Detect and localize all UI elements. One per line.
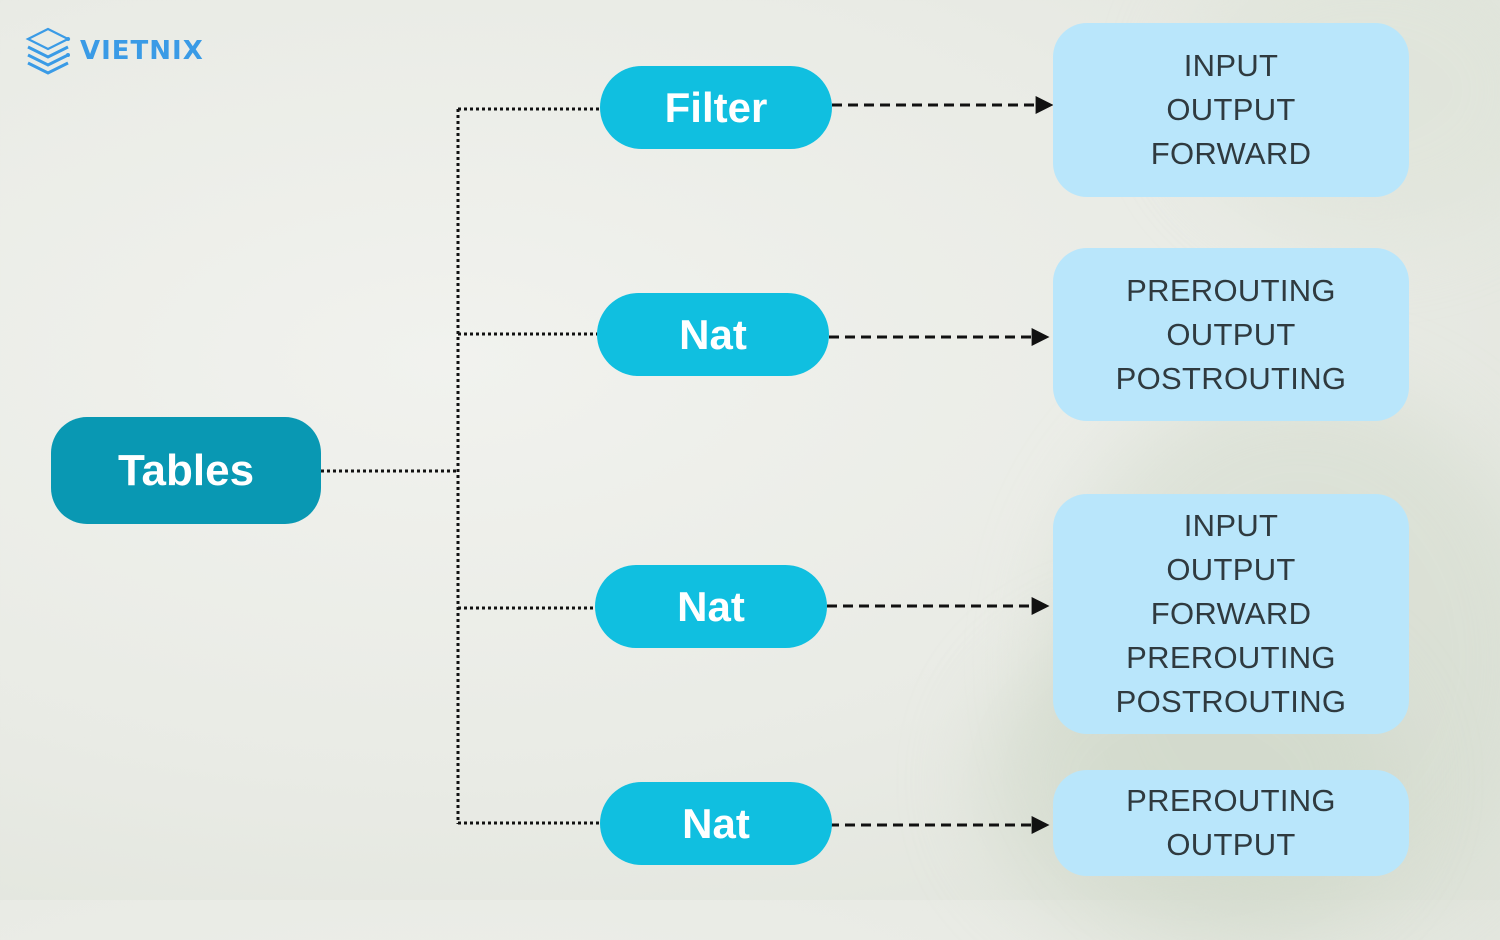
chain-item: POSTROUTING <box>1115 684 1347 719</box>
chain-item: INPUT <box>1183 508 1279 543</box>
table-node-2: Nat <box>597 293 829 376</box>
chain-item: FORWARD <box>1150 596 1312 631</box>
chain-item: PREROUTING <box>1126 640 1336 675</box>
chain-item: OUTPUT <box>1166 316 1296 352</box>
connector-lines <box>321 96 1054 834</box>
chain-box-3: INPUT OUTPUT FORWARD PREROUTING POSTROUT… <box>1053 494 1409 734</box>
chain-item: PREROUTING <box>1126 783 1336 818</box>
chain-item: FORWARD <box>1150 136 1312 171</box>
chain-item: OUTPUT <box>1166 827 1296 862</box>
chain-box-2: PREROUTING OUTPUT POSTROUTING <box>1053 248 1409 421</box>
brand-name: VIETNIX <box>80 36 204 66</box>
brand-logo: VIETNIX <box>22 24 204 78</box>
dotted-tree-connector <box>321 107 601 825</box>
chain-item: INPUT <box>1183 48 1279 83</box>
chain-item: OUTPUT <box>1166 92 1296 127</box>
stacked-layers-icon <box>25 27 71 75</box>
root-node-tables: Tables <box>51 417 321 524</box>
chain-item: OUTPUT <box>1166 552 1296 587</box>
table-node-1: Filter <box>600 66 832 149</box>
chain-item: POSTROUTING <box>1115 360 1347 396</box>
dashed-arrows <box>827 96 1054 834</box>
table-node-4: Nat <box>600 782 832 865</box>
table-node-3: Nat <box>595 565 827 648</box>
chain-box-4: PREROUTING OUTPUT <box>1053 770 1409 876</box>
chain-item: PREROUTING <box>1126 272 1336 308</box>
chain-box-1: INPUT OUTPUT FORWARD <box>1053 23 1409 197</box>
